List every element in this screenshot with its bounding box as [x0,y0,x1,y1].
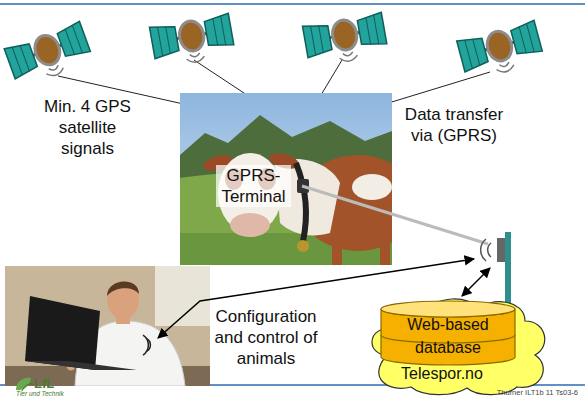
slide-id: Thurner ILT1b 11 Ts03-6 [430,388,578,397]
cow-leg [380,233,390,265]
wireless-symbol [488,243,491,257]
man-head [107,281,139,319]
logo-text: LfL [34,377,78,391]
note-label: Min. 4 GPS satellite signals [30,96,145,159]
note-label: Configuration and control of animals [205,306,327,369]
cylinder-body [381,309,515,365]
cow-bell [297,240,309,252]
node-text: database [381,338,515,357]
wireless-symbol [481,239,486,261]
header-rule [0,3,585,5]
antenna-box [497,238,505,262]
wireless-symbol [143,335,148,355]
laptop-screen [25,296,100,370]
laptop-base [25,361,137,370]
gps-satellite [149,13,235,69]
cow-photo [180,93,392,265]
logo-subtitle: Tier und Technik [16,390,86,397]
wall [5,266,210,386]
cloud-shape: Telespor.no Web-based database [365,293,550,393]
node-text: GPRS-Terminal [216,165,291,207]
gps-satellite [302,12,388,68]
collar [296,163,306,241]
data-arrow [462,268,490,296]
cow-leg [332,233,342,265]
database-cylinder: Web-based database [381,301,515,365]
cloud-outline [372,299,545,395]
photo-node: GPRS-Terminal [180,93,392,265]
gps-satellite [4,21,94,88]
logo-leaf [22,384,33,391]
user-photo [5,266,210,386]
cylinder-top [381,301,515,317]
node-text: Web-based [381,315,515,334]
note-label: Data transfer via (GPRS) [398,104,510,146]
cow-patch [352,174,392,200]
cow-muzzle [230,213,270,237]
gprs-link [302,186,488,244]
gps-satellite [457,20,545,82]
man-hair [107,281,139,296]
node-text: Telespor.no [386,364,498,383]
